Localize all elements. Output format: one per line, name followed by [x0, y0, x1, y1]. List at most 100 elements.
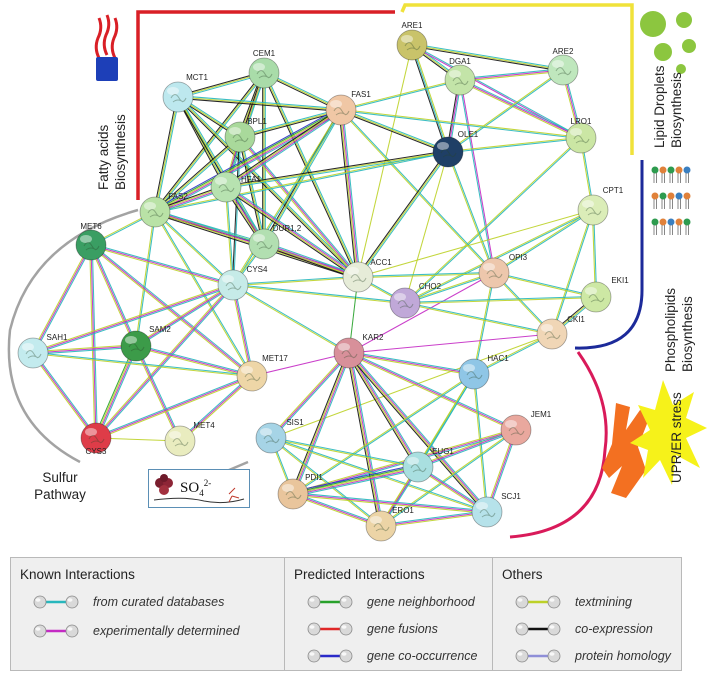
- edge-line: [32, 244, 92, 354]
- edge-FAS1-ACC1: [338, 109, 361, 278]
- node-ole1[interactable]: OLE1: [432, 130, 479, 168]
- edge-line: [271, 353, 351, 440]
- node-cys3[interactable]: CYS3: [80, 422, 112, 456]
- node-circle[interactable]: [75, 229, 107, 261]
- node-circle[interactable]: [248, 57, 280, 89]
- node-circle[interactable]: [162, 81, 194, 113]
- edge-MET6-MET17: [89, 243, 254, 378]
- node-structure-icon: [410, 464, 427, 473]
- node-circle[interactable]: [547, 54, 579, 86]
- node-cho2[interactable]: CHO2: [389, 282, 442, 319]
- node-circle[interactable]: [120, 330, 152, 362]
- node-mct1[interactable]: MCT1: [162, 73, 208, 113]
- node-cys4[interactable]: CYS4: [217, 265, 268, 301]
- node-circle[interactable]: [210, 171, 242, 203]
- node-met6[interactable]: MET6: [75, 222, 107, 261]
- node-circle[interactable]: [255, 422, 287, 454]
- node-circle[interactable]: [333, 337, 365, 369]
- upr-star: [630, 380, 707, 485]
- node-scj1[interactable]: SCJ1: [471, 492, 521, 528]
- edge-line: [33, 351, 253, 376]
- edge-line: [356, 150, 448, 277]
- sulfate-molecule-icon: [153, 474, 245, 504]
- upr-shape: [602, 403, 650, 498]
- node-dur1-2[interactable]: DUR1,2: [248, 224, 302, 260]
- node-highlight: [483, 263, 495, 271]
- edge-line: [472, 272, 494, 374]
- node-cpt1[interactable]: CPT1: [577, 186, 624, 226]
- node-circle[interactable]: [444, 64, 476, 96]
- node-dga1[interactable]: DGA1: [444, 57, 476, 96]
- node-circle[interactable]: [17, 337, 49, 369]
- node-circle[interactable]: [565, 122, 597, 154]
- node-circle[interactable]: [500, 414, 532, 446]
- node-circle[interactable]: [224, 121, 256, 153]
- node-circle[interactable]: [164, 425, 196, 457]
- node-fas1[interactable]: FAS1: [325, 90, 371, 126]
- node-highlight: [330, 100, 342, 108]
- node-sah1[interactable]: SAH1: [17, 333, 68, 369]
- node-acc1[interactable]: ACC1: [342, 258, 392, 293]
- node-cem1[interactable]: CEM1: [248, 49, 280, 89]
- node-hac1[interactable]: HAC1: [458, 354, 509, 390]
- node-circle[interactable]: [478, 257, 510, 289]
- node-eki1[interactable]: EKI1: [580, 276, 629, 313]
- node-circle[interactable]: [342, 261, 374, 293]
- edge-line: [411, 44, 564, 71]
- node-highlight: [215, 177, 227, 185]
- node-label: SIS1: [286, 418, 304, 427]
- node-circle[interactable]: [577, 194, 609, 226]
- node-circle[interactable]: [402, 451, 434, 483]
- node-highlight: [253, 63, 265, 71]
- edge-line: [412, 43, 582, 138]
- node-hfa1[interactable]: HFA1: [210, 171, 262, 203]
- node-circle[interactable]: [536, 318, 568, 350]
- node-structure-icon: [404, 42, 421, 51]
- edge-SAM2-MET4: [134, 345, 182, 442]
- node-fas2[interactable]: FAS2: [139, 192, 188, 228]
- edge-line: [404, 151, 449, 304]
- node-ero1[interactable]: ERO1: [365, 506, 414, 542]
- node-circle[interactable]: [236, 360, 268, 392]
- node-circle[interactable]: [580, 281, 612, 313]
- edge-ARE2-OLE1: [447, 69, 564, 153]
- node-cki1[interactable]: CKI1: [536, 315, 585, 350]
- node-circle[interactable]: [277, 478, 309, 510]
- node-structure-icon: [128, 343, 145, 352]
- node-opi3[interactable]: OPI3: [478, 253, 528, 289]
- edge-line: [264, 110, 343, 245]
- node-circle[interactable]: [325, 94, 357, 126]
- edge-line: [179, 375, 253, 442]
- edge-KAR2-ERO1: [346, 352, 384, 527]
- node-circle[interactable]: [432, 136, 464, 168]
- node-structure-icon: [466, 371, 483, 380]
- node-circle[interactable]: [217, 269, 249, 301]
- edge-line: [91, 243, 254, 376]
- edge-line: [90, 245, 233, 287]
- node-structure-icon: [225, 282, 242, 291]
- edge-line: [225, 187, 358, 278]
- edge-line: [155, 152, 449, 214]
- node-jem1[interactable]: JEM1: [500, 410, 552, 446]
- node-kar2[interactable]: KAR2: [333, 333, 384, 369]
- node-circle[interactable]: [80, 422, 112, 454]
- edge-line: [448, 138, 582, 154]
- node-bpl1[interactable]: BPL1: [224, 117, 267, 153]
- node-are2[interactable]: ARE2: [547, 47, 579, 86]
- node-circle[interactable]: [396, 29, 428, 61]
- node-circle[interactable]: [365, 510, 397, 542]
- node-met4[interactable]: MET4: [164, 421, 215, 457]
- node-label: ERO1: [392, 506, 414, 515]
- node-eug1[interactable]: EUG1: [402, 447, 454, 483]
- node-circle[interactable]: [248, 228, 280, 260]
- node-circle[interactable]: [471, 496, 503, 528]
- node-pdi1[interactable]: PDI1: [277, 473, 323, 510]
- node-circle[interactable]: [458, 358, 490, 390]
- node-sis1[interactable]: SIS1: [255, 418, 304, 454]
- node-met17[interactable]: MET17: [236, 354, 288, 392]
- node-sam2[interactable]: SAM2: [120, 325, 171, 362]
- node-are1[interactable]: ARE1: [396, 21, 428, 61]
- node-lro1[interactable]: LRO1: [565, 117, 597, 154]
- node-circle[interactable]: [389, 287, 421, 319]
- node-circle[interactable]: [139, 196, 171, 228]
